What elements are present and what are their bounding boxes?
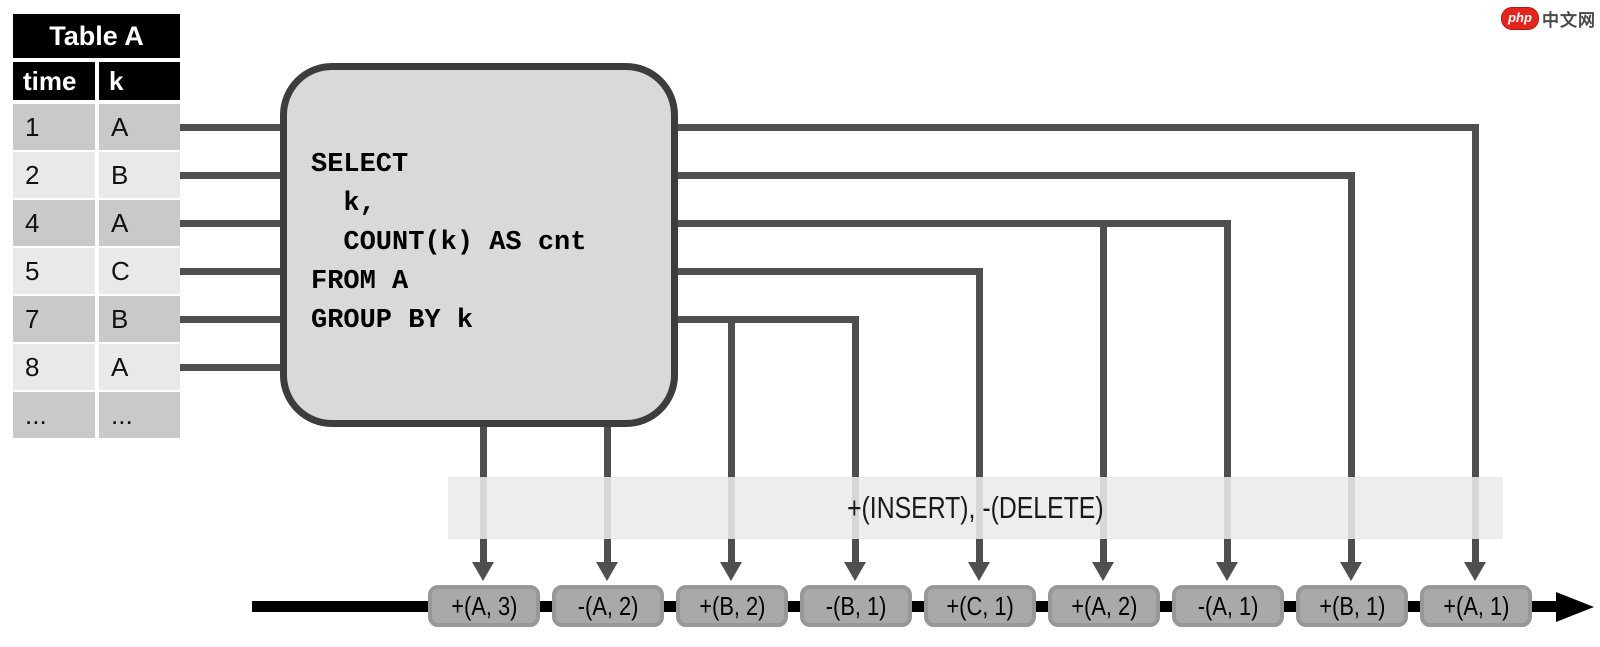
cell-time: 1	[13, 104, 95, 150]
site-watermark: php 中文网	[1501, 6, 1596, 31]
event-label: -(A, 1)	[1197, 590, 1259, 621]
event-box: +(B, 2)	[676, 585, 788, 627]
table-row: 2 B	[13, 152, 180, 198]
flow-line-to-events-A2-A1retract	[670, 220, 1231, 227]
cell-k: B	[99, 296, 180, 342]
table-row: ... ...	[13, 392, 180, 438]
table-row: 8 A	[13, 344, 180, 390]
event-label: +(A, 1)	[1442, 590, 1510, 621]
event-label: +(A, 3)	[450, 590, 518, 621]
arrowhead-icon	[844, 562, 866, 581]
drop-line-event-C1	[976, 268, 983, 564]
connector-row-8-to-query	[180, 364, 286, 371]
event-box: +(B, 1)	[1296, 585, 1408, 627]
cell-time: 5	[13, 248, 95, 294]
table-row: 5 C	[13, 248, 180, 294]
event-box: -(A, 1)	[1172, 585, 1284, 627]
connector-row-2-to-query	[180, 172, 286, 179]
flow-line-to-event-C1	[670, 268, 983, 275]
sql-query-text: SELECT k, COUNT(k) AS cnt FROM A GROUP B…	[311, 150, 587, 336]
column-header-k: k	[99, 62, 180, 100]
table-row: 7 B	[13, 296, 180, 342]
connector-row-5-to-query	[180, 268, 286, 275]
connector-row-1-to-query	[180, 124, 286, 131]
event-box: -(B, 1)	[800, 585, 912, 627]
watermark-site-name: 中文网	[1542, 11, 1596, 30]
arrowhead-icon	[968, 562, 990, 581]
cell-k: ...	[99, 392, 180, 438]
flow-line-to-event-B1	[670, 172, 1355, 179]
cell-k: C	[99, 248, 180, 294]
connector-row-7-to-query	[180, 316, 286, 323]
php-logo-icon: php	[1501, 7, 1539, 30]
changelog-banner: +(INSERT), -(DELETE)	[448, 477, 1503, 539]
event-box: +(A, 1)	[1420, 585, 1532, 627]
arrowhead-icon	[1092, 562, 1114, 581]
event-box: -(A, 2)	[552, 585, 664, 627]
event-label: +(C, 1)	[946, 590, 1014, 621]
event-label: +(A, 2)	[1070, 590, 1138, 621]
cell-time: 8	[13, 344, 95, 390]
flow-line-to-events-B2-B1retract	[670, 316, 859, 323]
arrowhead-icon	[472, 562, 494, 581]
arrowhead-icon	[1216, 562, 1238, 581]
event-box: +(A, 2)	[1048, 585, 1160, 627]
column-header-time: time	[13, 62, 95, 100]
source-table: Table A time k 1 A 2 B 4 A 5 C 7 B 8 A	[13, 14, 180, 440]
event-label: +(B, 1)	[1318, 590, 1386, 621]
event-label: +(B, 2)	[698, 590, 766, 621]
arrowhead-icon	[1340, 562, 1362, 581]
changelog-banner-label: +(INSERT), -(DELETE)	[847, 490, 1104, 525]
event-box: +(C, 1)	[924, 585, 1036, 627]
arrowhead-icon	[720, 562, 742, 581]
flow-line-to-event-A1	[670, 124, 1479, 131]
cell-time: 2	[13, 152, 95, 198]
connector-row-4-to-query	[180, 220, 286, 227]
event-box: +(A, 3)	[428, 585, 540, 627]
drop-line-event-A1	[1472, 124, 1479, 564]
drop-line-event-B1	[1348, 172, 1355, 564]
drop-line-event-A2	[1100, 220, 1107, 564]
event-label: -(B, 1)	[825, 590, 887, 621]
timeline-arrow-icon	[1556, 592, 1594, 622]
drop-line-event-B2	[728, 316, 735, 564]
cell-time: 4	[13, 200, 95, 246]
cell-k: B	[99, 152, 180, 198]
drop-line-event-A1retract	[1224, 220, 1231, 564]
table-row: 4 A	[13, 200, 180, 246]
table-row: 1 A	[13, 104, 180, 150]
table-header-row: time k	[13, 62, 180, 100]
cell-time: ...	[13, 392, 95, 438]
cell-k: A	[99, 344, 180, 390]
table-title: Table A	[13, 14, 180, 58]
arrowhead-icon	[1464, 562, 1486, 581]
arrowhead-icon	[596, 562, 618, 581]
query-box	[280, 63, 678, 427]
drop-line-event-B1retract	[852, 316, 859, 564]
cell-k: A	[99, 104, 180, 150]
cell-k: A	[99, 200, 180, 246]
cell-time: 7	[13, 296, 95, 342]
event-label: -(A, 2)	[577, 590, 639, 621]
